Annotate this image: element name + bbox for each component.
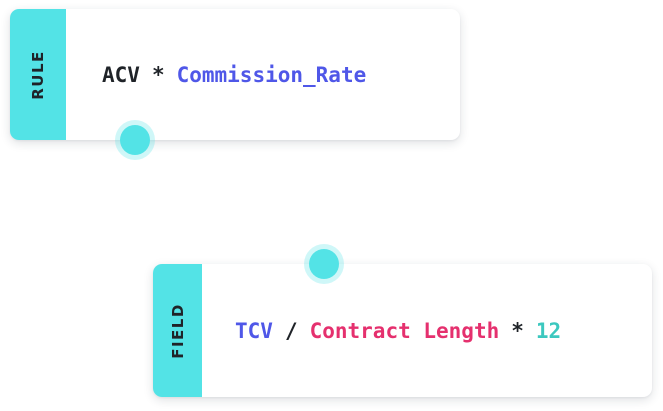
rule-card[interactable]: RULE ACV * Commission_Rate	[10, 9, 460, 140]
rule-card-tab: RULE	[10, 9, 66, 140]
formula-operator: *	[151, 62, 165, 87]
rule-formula: ACV * Commission_Rate	[102, 9, 448, 140]
field-card[interactable]: FIELD TCV / Contract Length * 12	[153, 264, 652, 397]
formula-token: 12	[535, 318, 562, 343]
connector-dot-output[interactable]	[120, 125, 150, 155]
formula-token: Commission_Rate	[176, 62, 367, 87]
formula-token: TCV	[235, 318, 273, 343]
rule-tab-label: RULE	[28, 49, 47, 100]
formula-token: ACV	[102, 62, 140, 87]
field-formula: TCV / Contract Length * 12	[235, 264, 640, 397]
field-tab-label: FIELD	[168, 302, 187, 359]
connector-dot-input[interactable]	[309, 249, 339, 279]
formula-operator: /	[284, 318, 298, 343]
formula-token: Contract Length	[309, 318, 500, 343]
formula-operator: *	[511, 318, 524, 343]
field-card-tab: FIELD	[153, 264, 202, 397]
